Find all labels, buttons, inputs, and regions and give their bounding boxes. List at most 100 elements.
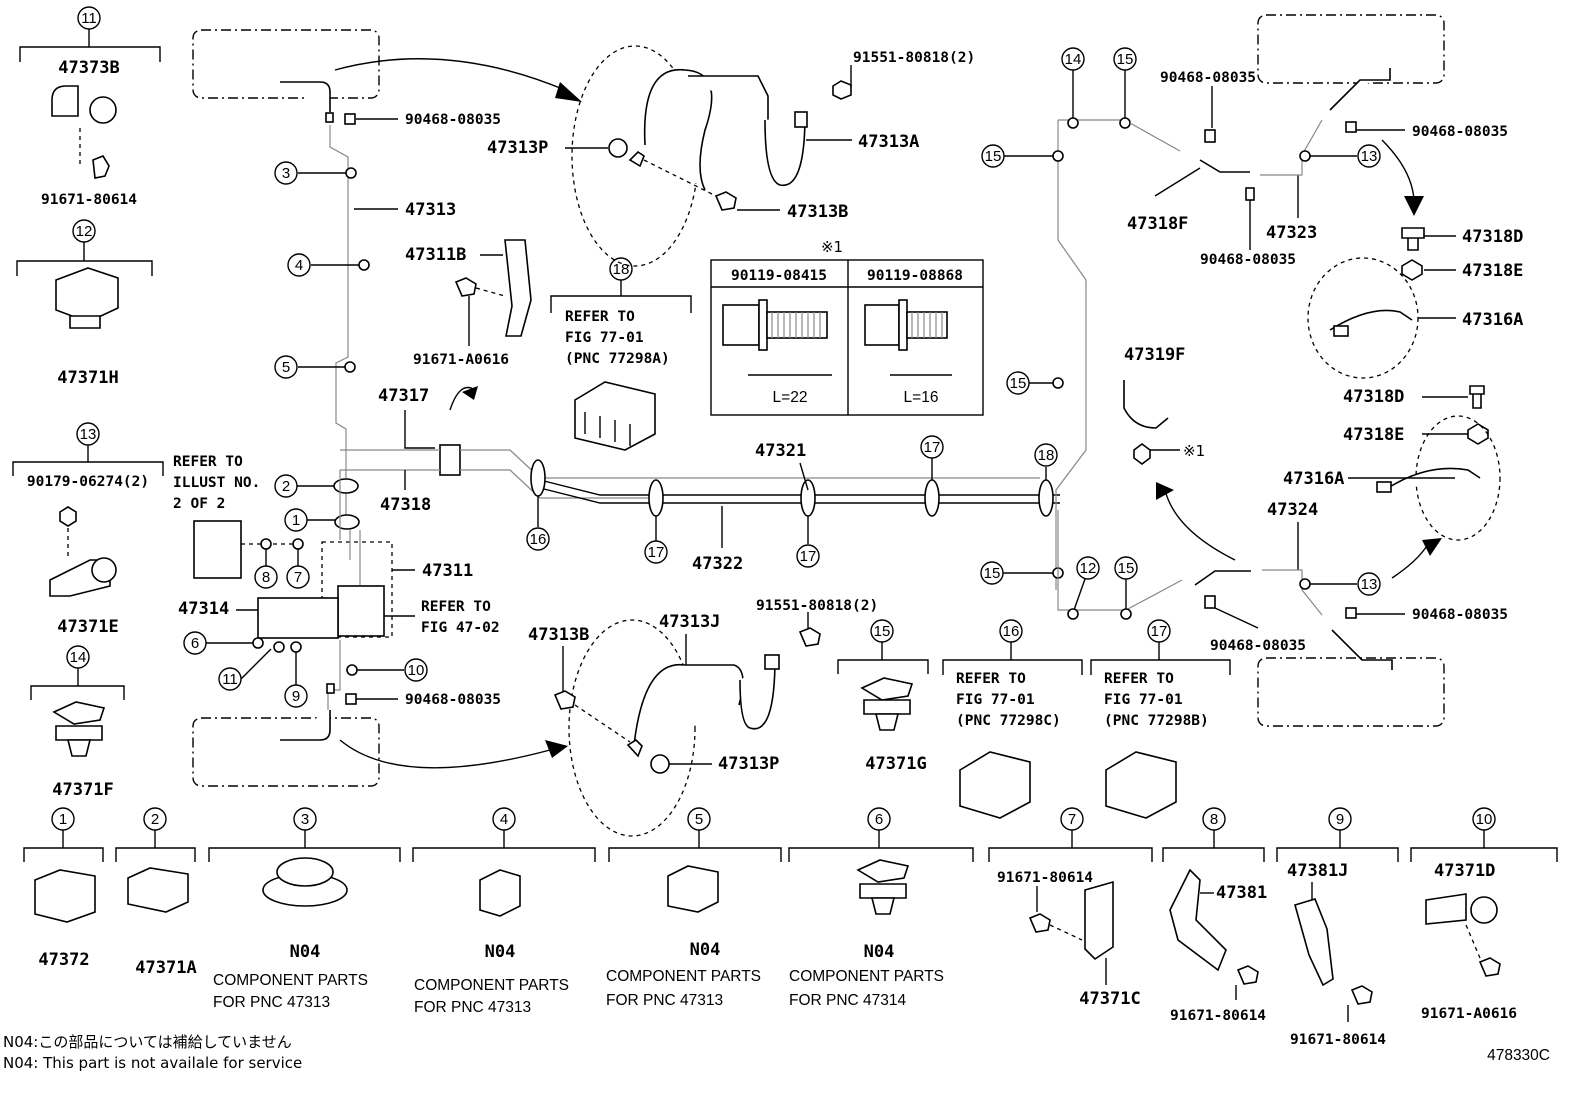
part-47313J: 47313J: [659, 612, 720, 632]
callout-7-center: 7: [294, 569, 302, 586]
bolt-length-table: ※1 90119-08415 90119-08868 L=22 L=16: [710, 238, 984, 416]
callout-5: 5: [282, 359, 290, 376]
callout-9-center: 9: [292, 688, 300, 705]
callout-11: 11: [81, 10, 97, 27]
callout-11-center: 11: [222, 671, 238, 688]
callout-12-right: 12: [1080, 560, 1097, 577]
part-90468-08035-top: 90468-08035: [405, 112, 501, 128]
part-91671-A0616-b10: 91671-A0616: [1421, 1006, 1517, 1022]
callout-10-bottom: 10: [1476, 811, 1493, 828]
part-47371H: 47371H: [57, 368, 118, 388]
star-mark: ※1: [1183, 442, 1205, 460]
callout-3: 3: [282, 165, 290, 182]
callout-15-r2: 15: [985, 148, 1002, 165]
part-47313B-lower: 47313B: [528, 625, 589, 645]
cp-5-l1: COMPONENT PARTS: [606, 968, 761, 985]
bracket-47311B: 47311B 91671-A0616: [405, 239, 532, 368]
callout-8-bottom: 8: [1210, 811, 1218, 828]
refer-fig17-l1: REFER TO: [1104, 671, 1174, 687]
callout-7-bottom: 7: [1068, 811, 1076, 828]
callout-6-center: 6: [191, 635, 199, 652]
refer-fig18-l2: FIG 77-01: [565, 330, 644, 346]
n04-4: N04: [485, 942, 516, 962]
part-47311: 47311: [422, 561, 473, 581]
center-brake-lines: 47317 16 17 17 17 18 47321 47322 47318: [340, 386, 1060, 574]
callout-16-center: 16: [530, 531, 547, 548]
part-90468-08035-tr3: 90468-08035: [1412, 124, 1508, 140]
kit-item-18: 18 REFER TO FIG 77-01 (PNC 77298A): [550, 257, 692, 451]
part-47318E-top: 47318E: [1462, 261, 1523, 281]
callout-18-top: 18: [613, 261, 630, 278]
callout-14-left: 14: [70, 649, 87, 666]
bolt-len1: L=22: [773, 389, 808, 406]
kit-item-8: 8 47381 91671-80614: [1162, 807, 1267, 1024]
callout-6-bottom: 6: [875, 811, 883, 828]
part-47381J: 47381J: [1287, 861, 1348, 881]
part-90468-08035-br1: 90468-08035: [1210, 638, 1306, 654]
n04-3: N04: [290, 942, 321, 962]
valve-47311-assembly: REFER TO ILLUST NO. 2 OF 2 2 1 8 7 47311…: [173, 454, 568, 787]
part-47313P-lower: 47313P: [718, 754, 779, 774]
part-91671-A0616-mid: 91671-A0616: [413, 352, 509, 368]
kit-item-4: 4 N04 COMPONENT PARTS FOR PNC 47313: [412, 807, 596, 1016]
part-47371F: 47371F: [52, 780, 113, 800]
part-47313A: 47313A: [858, 132, 919, 152]
rear-hose-detail: 91551-80818(2) 47313J 47313B 47313P: [528, 598, 878, 837]
part-47318D-mid: 47318D: [1343, 387, 1404, 407]
part-47317: 47317: [378, 386, 429, 406]
cp-6-l1: COMPONENT PARTS: [789, 968, 944, 985]
part-47311B: 47311B: [405, 245, 466, 265]
callout-13-r2: 13: [1361, 576, 1378, 593]
cp-3-l1: COMPONENT PARTS: [213, 972, 368, 989]
callout-4-bottom: 4: [500, 811, 508, 828]
refer-fig17-l3: (PNC 77298B): [1104, 713, 1209, 729]
refer-fig16-l3: (PNC 77298C): [956, 713, 1061, 729]
kit-item-13: 13 90179-06274(2) 47371E: [12, 422, 164, 637]
part-91671-80614-b9: 91671-80614: [1290, 1032, 1386, 1048]
kit-item-7: 7 91671-80614 47371C: [988, 807, 1153, 1009]
n04-6: N04: [864, 942, 895, 962]
part-91671-80614-b8: 91671-80614: [1170, 1008, 1266, 1024]
note-jp: N04:この部品については補給していません: [3, 1033, 292, 1051]
part-47318E-mid: 47318E: [1343, 425, 1404, 445]
refer-illust-l1: REFER TO: [173, 454, 243, 470]
callout-10-center: 10: [408, 662, 425, 679]
cp-3-l2: FOR PNC 47313: [213, 994, 330, 1011]
kit-item-11: 11 47373B 91671-80614: [19, 6, 161, 208]
callout-12: 12: [76, 223, 93, 240]
refer-fig18-l3: (PNC 77298A): [565, 351, 670, 367]
refer-illust-l3: 2 OF 2: [173, 496, 225, 512]
callout-17-box: 17: [1151, 623, 1168, 640]
callout-15-r5: 15: [1118, 560, 1135, 577]
callout-15-r1: 15: [1117, 51, 1134, 68]
note-en: N04: This part is not availale for servi…: [3, 1054, 302, 1072]
callout-17-b: 17: [800, 548, 817, 565]
callout-1: 1: [292, 512, 300, 529]
callout-8: 8: [262, 569, 270, 586]
kit-item-10: 10 47371D 91671-A0616: [1410, 807, 1558, 1022]
kit-item-3: 3 N04 COMPONENT PARTS FOR PNC 47313: [208, 807, 401, 1011]
part-47319F: 47319F: [1124, 345, 1185, 365]
cp-4-l1: COMPONENT PARTS: [414, 977, 569, 994]
part-47322: 47322: [692, 554, 743, 574]
callout-14-right: 14: [1065, 51, 1082, 68]
callout-5-bottom: 5: [695, 811, 703, 828]
callout-2-bottom: 2: [151, 811, 159, 828]
refer-illust-l2: ILLUST NO.: [173, 475, 260, 491]
part-47314: 47314: [178, 599, 229, 619]
callout-15-r3: 15: [1010, 375, 1027, 392]
part-91551-80818-top: 91551-80818(2): [853, 50, 975, 66]
part-47318: 47318: [380, 495, 431, 515]
kit-item-12: 12 47371H: [16, 219, 153, 388]
part-47371A: 47371A: [135, 958, 196, 978]
refer-fig4702-l1: REFER TO: [421, 599, 491, 615]
callout-16-box: 16: [1003, 623, 1020, 640]
part-47321: 47321: [755, 441, 806, 461]
part-47371D: 47371D: [1434, 861, 1495, 881]
cp-4-l2: FOR PNC 47313: [414, 999, 531, 1016]
n04-5: N04: [690, 940, 721, 960]
part-47324: 47324: [1267, 500, 1318, 520]
part-47373B: 47373B: [58, 58, 119, 78]
cp-6-l2: FOR PNC 47314: [789, 992, 907, 1009]
